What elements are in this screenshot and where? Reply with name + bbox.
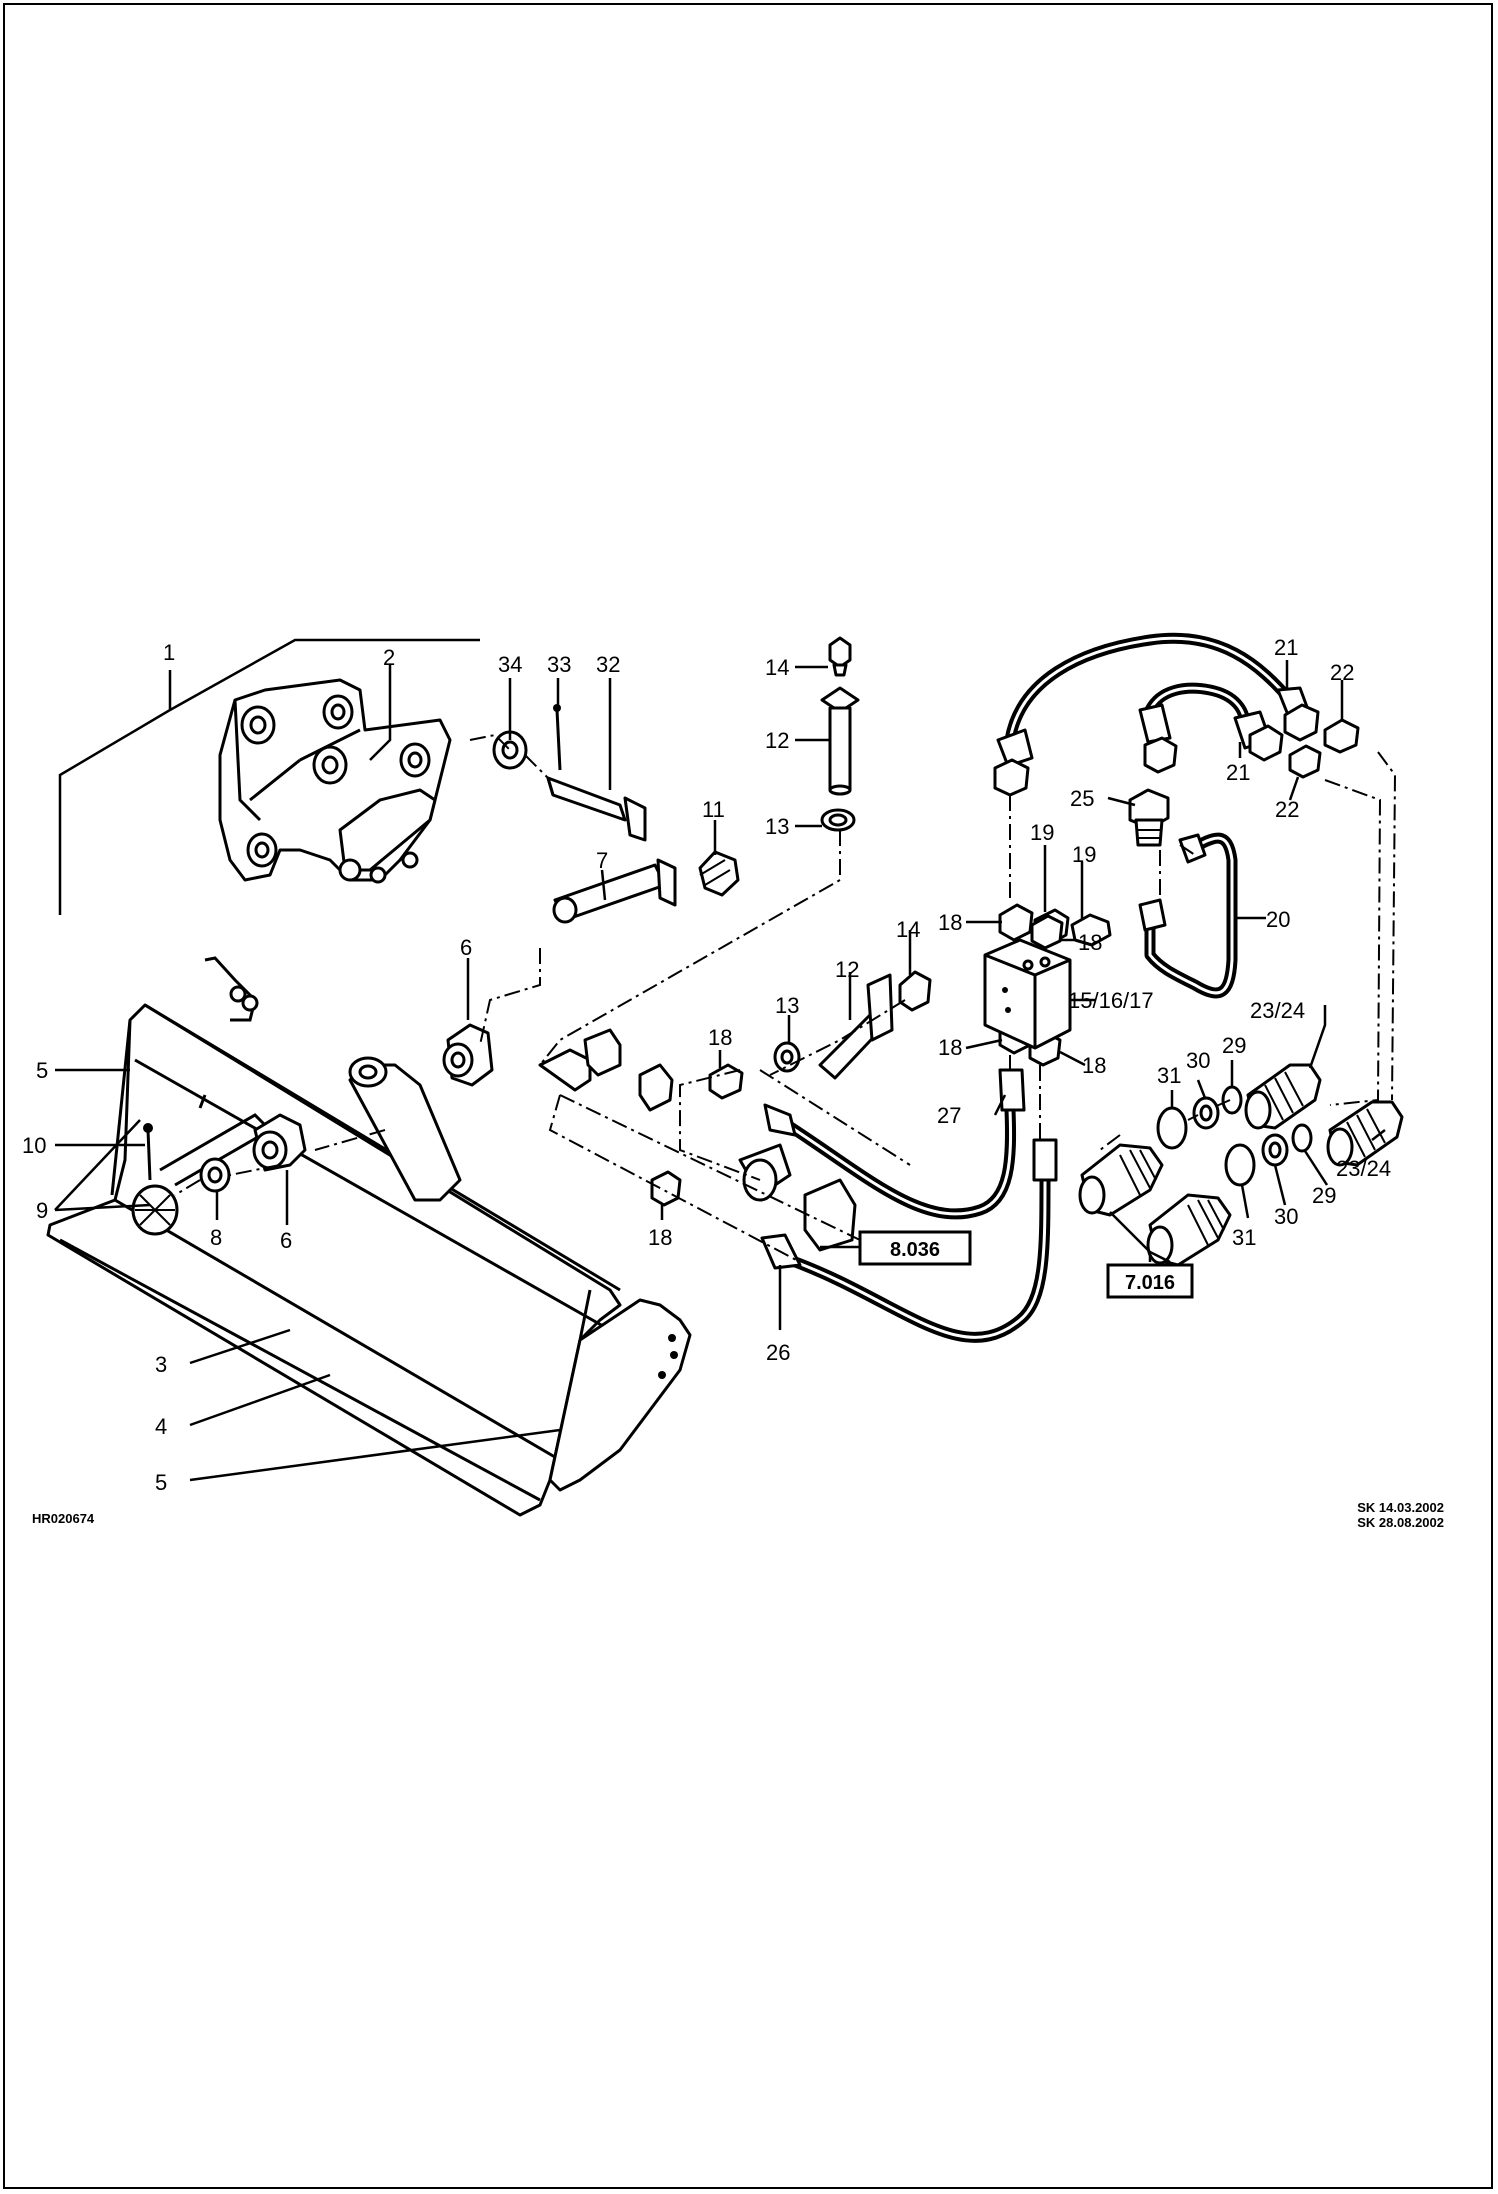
label-18-d: 18 (1082, 1053, 1106, 1078)
label-22-a: 22 (1330, 660, 1354, 685)
label-18-b: 18 (1078, 930, 1102, 955)
seal-part-30-upper (1192, 1096, 1220, 1130)
grease-nipple-part-14-mid (898, 970, 932, 1012)
label-8: 8 (210, 1225, 222, 1250)
label-13-mid: 13 (775, 993, 799, 1018)
reference-box-8-036[interactable]: 8.036 (858, 1230, 972, 1266)
seal-part-31-lower (1224, 1143, 1256, 1187)
label-27: 27 (937, 1103, 961, 1128)
fitting-part-18-block-top-right (1030, 914, 1064, 950)
elbow-part-19-right (1070, 913, 1112, 947)
label-1: 1 (163, 640, 175, 665)
label-18-c: 18 (938, 1035, 962, 1060)
bucket (46, 956, 692, 1517)
label-26: 26 (766, 1340, 790, 1365)
label-22-b: 22 (1275, 797, 1299, 822)
label-7: 7 (596, 848, 608, 873)
seal-part-30-lower (1261, 1133, 1289, 1167)
label-34: 34 (498, 652, 522, 677)
label-9: 9 (36, 1198, 48, 1223)
label-18-f: 18 (648, 1225, 672, 1250)
label-10: 10 (22, 1133, 46, 1158)
coupler-part-23-24-lower (1326, 1100, 1404, 1167)
washer-part-8 (199, 1157, 231, 1193)
bolt-part-10 (143, 1094, 207, 1181)
label-21-a: 21 (1274, 635, 1298, 660)
label-14-top: 14 (765, 655, 789, 680)
label-6-bottom: 6 (280, 1228, 292, 1253)
label-30-a: 30 (1186, 1048, 1210, 1073)
leader-lines (54, 638, 1386, 1482)
revision-1: SK 14.03.2002 (1357, 1500, 1444, 1515)
pin-part-12-mid (818, 973, 894, 1080)
tube-part-20 (1138, 832, 1238, 999)
cylinder-outline (538, 1028, 857, 1252)
label-23-24-b: 23/24 (1336, 1156, 1391, 1181)
fitting-part-25 (1128, 788, 1170, 847)
label-31-b: 31 (1232, 1225, 1256, 1250)
drawing-code: HR020674 (32, 1511, 95, 1526)
label-23-24-a: 23/24 (1250, 998, 1305, 1023)
bushing-part-6-lower (252, 1113, 307, 1172)
label-11: 11 (702, 797, 725, 822)
label-14-mid: 14 (896, 917, 920, 942)
revision-2: SK 28.08.2002 (1357, 1515, 1444, 1530)
bushing-part-6-upper (442, 1023, 494, 1087)
seal-part-29-upper (1221, 1085, 1243, 1115)
label-15-16-17: 15/16/17 (1068, 988, 1154, 1013)
nut-part-11 (698, 850, 740, 897)
label-20: 20 (1266, 907, 1290, 932)
valve-block-part-15-16-17 (983, 938, 1072, 1050)
label-30-b: 30 (1274, 1204, 1298, 1229)
fitting-part-9 (131, 1184, 179, 1236)
label-31-a: 31 (1157, 1063, 1181, 1088)
pin-part-12-top (820, 686, 860, 796)
hose-part-27 (763, 1068, 1026, 1220)
pin-part-32 (546, 776, 647, 842)
part-labels: 1 2 3 4 5 5 6 6 7 8 9 10 11 12 12 13 13 … (22, 635, 1391, 1495)
label-5-top: 5 (36, 1058, 48, 1083)
fitting-part-18-left (708, 1063, 744, 1100)
fitting-part-18-block-top-left (998, 903, 1034, 942)
fitting-part-18-bottom (650, 1170, 682, 1207)
label-29-a: 29 (1222, 1033, 1246, 1058)
pin-part-7 (552, 858, 677, 924)
fitting-part-22-lower (1288, 744, 1322, 779)
label-3: 3 (155, 1352, 167, 1377)
seal-part-31-upper (1156, 1106, 1188, 1150)
reference-8-036-text: 8.036 (890, 1239, 940, 1261)
label-5-bottom: 5 (155, 1470, 167, 1495)
label-18-e: 18 (708, 1025, 732, 1050)
label-4: 4 (155, 1414, 167, 1439)
label-25: 25 (1070, 786, 1094, 811)
bolt-part-33 (553, 704, 562, 771)
ring-part-13-mid (773, 1041, 801, 1073)
ring-part-13-top (820, 808, 856, 832)
label-18-a: 18 (938, 910, 962, 935)
label-19-a: 19 (1030, 820, 1054, 845)
label-13-top: 13 (765, 814, 789, 839)
reference-7-016-text: 7.016 (1125, 1272, 1175, 1294)
center-lines (174, 733, 1397, 1263)
label-32: 32 (596, 652, 620, 677)
fitting-nut-part-21-ends (993, 703, 1320, 797)
label-2: 2 (383, 645, 395, 670)
label-29-b: 29 (1312, 1183, 1336, 1208)
label-6-top: 6 (460, 935, 472, 960)
fitting-part-22-upper (1323, 718, 1360, 754)
coupler-bracket-part-2 (218, 678, 452, 884)
coupler-part-7-016-lower (1146, 1193, 1232, 1267)
grease-nipple-part-14-top (828, 636, 852, 677)
label-19-b: 19 (1072, 842, 1096, 867)
reference-box-7-016[interactable]: 7.016 (1106, 1263, 1194, 1299)
seal-part-29-lower (1291, 1123, 1313, 1153)
label-33: 33 (547, 652, 571, 677)
label-12-top: 12 (765, 728, 789, 753)
label-12-mid: 12 (835, 957, 859, 982)
label-21-b: 21 (1226, 760, 1250, 785)
coupler-part-7-016-upper (1078, 1143, 1164, 1217)
coupler-part-23-24-upper (1244, 1063, 1322, 1130)
